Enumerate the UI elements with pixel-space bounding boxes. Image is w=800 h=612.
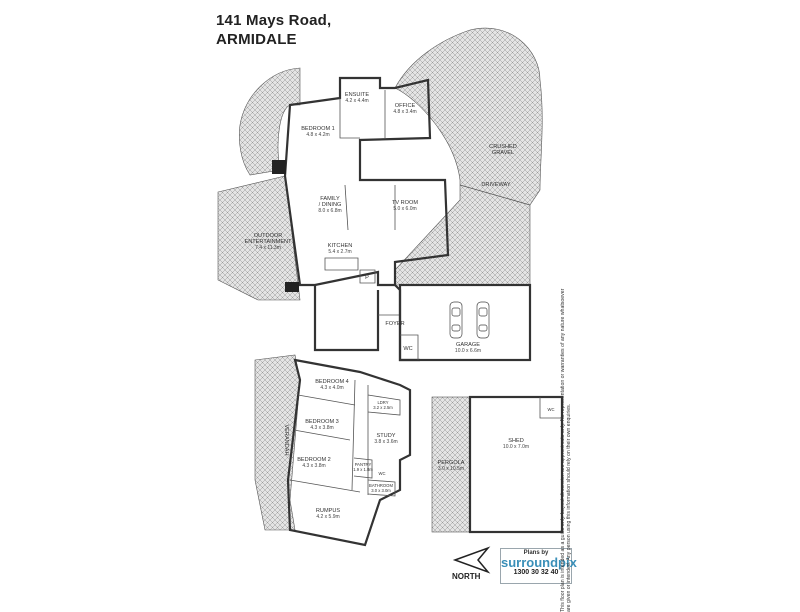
address-line-2: ARMIDALE [216, 31, 297, 48]
driveway-label: DRIVEWAY [481, 182, 510, 188]
pantry-box-2 [353, 457, 373, 479]
pantry-label: P [365, 275, 369, 281]
ensuite-label: ENSUITE [345, 92, 370, 98]
shed-wc-label: WC [548, 407, 555, 412]
compass-label: NORTH [452, 572, 481, 581]
pantry-box [359, 269, 376, 284]
kitchen-dims: 5.4 x 2.7m [328, 249, 351, 255]
interior-wall-4 [344, 184, 349, 231]
family-label-2: / DINING [319, 202, 342, 208]
pantry2-label: PANTRY [355, 462, 372, 467]
bedroom4-label: BEDROOM 4 [315, 379, 349, 385]
garage-label: GARAGE [456, 342, 480, 348]
bedroom2-dims: 4.3 x 3.8m [302, 463, 325, 469]
bedroom2-label: BEDROOM 2 [297, 457, 331, 463]
bedroom3-dims: 4.3 x 3.8m [310, 425, 333, 431]
shed-wc-box [539, 397, 562, 419]
driveway-line [459, 184, 531, 206]
black-post-2 [285, 282, 299, 292]
tv-dims: 5.0 x 6.0m [393, 206, 416, 212]
ensuite-dims: 4.2 x 4.4m [345, 98, 368, 104]
bedroom-wing-walls [286, 358, 412, 547]
bedroom-divider-2 [293, 429, 351, 441]
interior-wall-1 [339, 98, 360, 139]
family-dims: 8.0 x 6.8m [318, 208, 341, 214]
garage-walls [398, 283, 532, 362]
disclaimer-text: This floor plan is intended as a guide o… [560, 288, 573, 612]
shed-walls [468, 395, 564, 534]
bedroom1-label: BEDROOM 1 [301, 126, 335, 132]
bathroom-dims: 3.0 x 3.0m [371, 488, 391, 493]
bedroom4-dims: 4.3 x 4.0m [320, 385, 343, 391]
logo-brand: surroundpix [501, 555, 577, 570]
ldry-dims: 3.2 x 2.5m [373, 405, 393, 410]
logo-heading: Plans by [523, 550, 549, 556]
house-upper-walls [283, 76, 450, 287]
address-line-1: 141 Mays Road, [216, 12, 332, 29]
office-dims: 4.8 x 3.4m [393, 109, 416, 115]
foyer-label: FOYER [385, 321, 404, 327]
kitchen-label: KITCHEN [328, 243, 353, 249]
car-icon-2 [476, 301, 490, 339]
tv-label: TV ROOM [392, 200, 418, 206]
bedroom-divider-3 [289, 479, 361, 493]
pantry2-dims: 1.9 x 1.8m [353, 467, 373, 472]
terrace-arc [239, 67, 301, 176]
bedroom-divider-1 [297, 394, 356, 406]
office-label: OFFICE [395, 103, 416, 109]
wc2-label: WC [379, 471, 386, 476]
pergola-area [431, 396, 471, 533]
pergola-label: PERGOLA [437, 460, 464, 466]
rumpus-label: RUMPUS [316, 508, 341, 514]
bedroom3-label: BEDROOM 3 [305, 419, 339, 425]
bedroom1-dims: 4.8 x 4.2m [306, 132, 329, 138]
rumpus-dims: 4.2 x 5.9m [316, 514, 339, 520]
family-label-1: FAMILY [320, 196, 340, 202]
crushed-gravel-area [394, 27, 543, 286]
garage-dims: 10.0 x 6.6m [455, 348, 481, 354]
kitchen-bench [324, 257, 359, 271]
bathroom-box [367, 479, 396, 497]
shed-dims: 10.0 x 7.0m [503, 444, 529, 450]
study-label: STUDY [377, 433, 396, 439]
black-post-1 [272, 160, 286, 174]
ldry-label: LDRY [377, 400, 388, 405]
pergola-dims: 3.0 x 10.5m [438, 466, 464, 472]
car-icon-1 [449, 301, 463, 339]
crushed-label-2: GRAVEL [492, 150, 514, 156]
plans-by-logo: Plans by surroundpix 1300 30 32 40 [500, 548, 577, 584]
outdoor-entertainment-area [217, 175, 301, 301]
study-dims: 3.8 x 3.6m [374, 439, 397, 445]
outdoor-label-2: ENTERTAINMENT [244, 239, 292, 245]
wc-label: WC [403, 346, 412, 352]
wing-corridor [351, 379, 369, 495]
ldry-box [367, 394, 401, 416]
bathroom-label: BATHROOM [369, 483, 393, 488]
verandah-label: VERANDAH [283, 424, 289, 455]
compass-arrow-icon [452, 546, 491, 574]
outdoor-dims: 7.4 x 11.3m [255, 245, 281, 251]
logo-phone: 1300 30 32 40 [513, 569, 559, 576]
crushed-label-1: CRUSHED [489, 144, 517, 150]
shed-label: SHED [508, 438, 524, 444]
outdoor-label-1: OUTDOOR [254, 233, 283, 239]
wc-walls [400, 334, 419, 360]
